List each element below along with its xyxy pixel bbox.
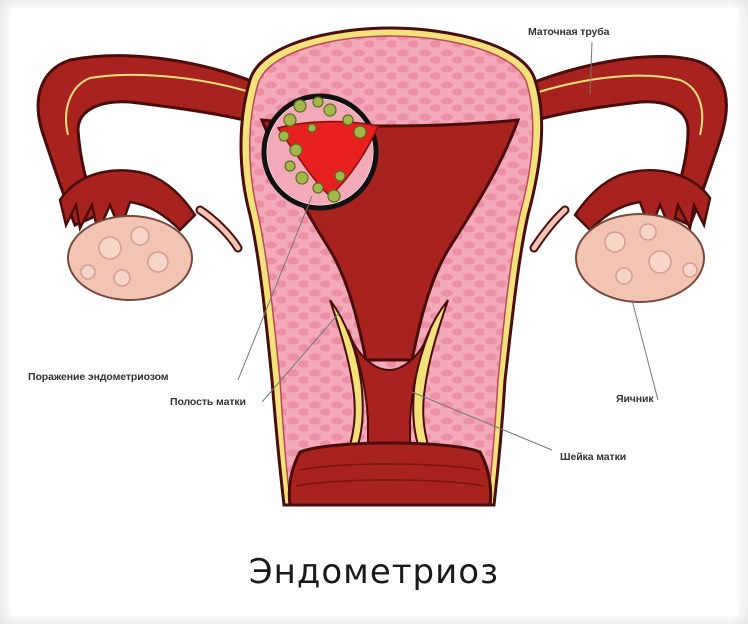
- label-cervix: Шейка матки: [560, 451, 626, 463]
- left-ovary: [68, 210, 238, 300]
- diagram-caption: Эндометриоз: [0, 552, 748, 592]
- label-uterine-cavity: Полость матки: [170, 396, 246, 408]
- uterus-body: [241, 28, 542, 505]
- right-ovary: [534, 210, 704, 302]
- endometriosis-lesion: [264, 96, 378, 208]
- label-fallopian-tube: Маточная труба: [528, 26, 609, 38]
- label-ovary: Яичник: [616, 393, 654, 405]
- label-endometriosis-lesion: Поражение эндометриозом: [28, 371, 168, 383]
